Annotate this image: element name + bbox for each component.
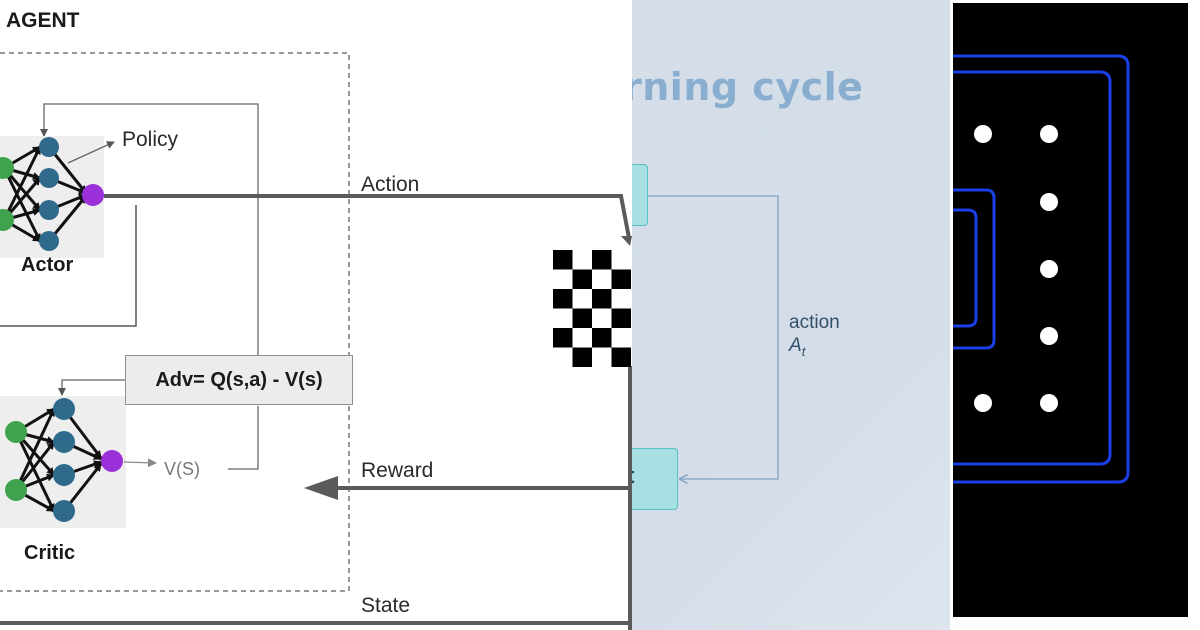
checker-cell: [592, 308, 612, 328]
critic-feedback-line: [58, 379, 125, 396]
critic-hidden-node: [53, 500, 75, 522]
checker-cell: [572, 289, 592, 309]
maze-dot: [1040, 327, 1058, 345]
maze-track-outer: [953, 54, 1130, 484]
checker-cell: [611, 328, 631, 348]
checker-cell: [572, 328, 592, 348]
action-symbol-subscript: t: [801, 343, 806, 359]
critic-hidden-node: [53, 398, 75, 420]
cycle-action-label: action: [789, 312, 840, 333]
actor-input-node: [0, 209, 14, 231]
environment-node-box: [632, 448, 678, 510]
learning-cycle-panel: rning cycle : action At: [632, 0, 950, 630]
maze-track-inner: [953, 188, 996, 350]
checker-cell: [611, 269, 631, 289]
actor-input-node: [0, 157, 14, 179]
checker-cell: [611, 289, 631, 309]
checker-cell: [553, 347, 573, 367]
agent-label: AGENT: [6, 9, 80, 32]
agent-node-box: [632, 164, 648, 226]
action-connector: [648, 195, 779, 479]
critic-input-node: [5, 479, 27, 501]
maze-track-outer: [953, 70, 1112, 466]
maze-dot: [1040, 394, 1058, 412]
advantage-formula: Adv= Q(s,a) - V(s): [155, 368, 323, 391]
state-label: State: [361, 594, 411, 617]
actor-feedback-line: [40, 103, 259, 355]
cycle-title: rning cycle: [632, 65, 864, 109]
maze-view: [953, 3, 1188, 617]
value-label: V(S): [164, 459, 200, 479]
advantage-box: Adv= Q(s,a) - V(s): [125, 355, 353, 405]
actor-hidden-node: [39, 137, 59, 157]
maze-background: [953, 3, 1188, 617]
cycle-action-symbol: At: [789, 335, 805, 359]
checker-cell: [611, 308, 631, 328]
critic-hidden-node: [53, 431, 75, 453]
policy-arrow: [67, 141, 115, 164]
checker-cell: [592, 289, 612, 309]
checker-cell: [611, 250, 631, 270]
actor-hidden-node: [39, 200, 59, 220]
checker-cell: [553, 328, 573, 348]
actor-hidden-node: [39, 168, 59, 188]
maze-dot: [974, 394, 992, 412]
checker-cell: [572, 308, 592, 328]
checker-cell: [592, 328, 612, 348]
environment-node-text: :: [632, 463, 636, 489]
action-flow-arrowhead: [621, 236, 632, 246]
value-arrow: [123, 458, 157, 468]
actor-output-node: [82, 184, 104, 206]
agent-boundary: [0, 52, 350, 592]
checker-cell: [553, 289, 573, 309]
critic-input-node: [5, 421, 27, 443]
policy-label: Policy: [122, 128, 179, 151]
environment-checkerboard: [553, 250, 631, 367]
maze-panel: [950, 0, 1200, 630]
actor-label: Actor: [21, 254, 74, 276]
actor-critic-diagram: [0, 52, 632, 630]
checker-cell: [572, 347, 592, 367]
actor-hidden-node: [39, 231, 59, 251]
value-to-advantage-line: [228, 406, 259, 470]
checker-cell: [572, 269, 592, 289]
checker-cell: [572, 250, 592, 270]
maze-dots: [974, 125, 1058, 412]
action-symbol-letter: A: [789, 335, 802, 356]
critic-hidden-node: [53, 464, 75, 486]
actor-network-nodes: [0, 137, 104, 251]
maze-dot: [1040, 193, 1058, 211]
critic-label: Critic: [24, 542, 76, 564]
checker-cell: [553, 308, 573, 328]
maze-dot: [1040, 260, 1058, 278]
checker-cell: [592, 347, 612, 367]
maze-track-inner: [953, 208, 978, 328]
checker-cell: [592, 269, 612, 289]
actor-box-edge: [0, 205, 137, 327]
actor-critic-diagram-panel: AGENT Actor Critic Policy V(S) Adv= Q(s,…: [0, 9, 632, 630]
maze-dot: [1040, 125, 1058, 143]
checker-cell: [592, 250, 612, 270]
critic-network-nodes: [5, 398, 123, 522]
reward-flow-arrowhead: [304, 476, 338, 500]
critic-output-node: [101, 450, 123, 472]
maze-dot: [974, 125, 992, 143]
action-flow-line: [104, 194, 631, 239]
checker-cell: [553, 269, 573, 289]
maze-tracks: [953, 54, 1130, 484]
checker-cell: [611, 347, 631, 367]
cycle-connectors: [648, 195, 779, 630]
action-label: Action: [361, 173, 420, 196]
checker-cell: [553, 250, 573, 270]
reward-label: Reward: [361, 459, 434, 482]
